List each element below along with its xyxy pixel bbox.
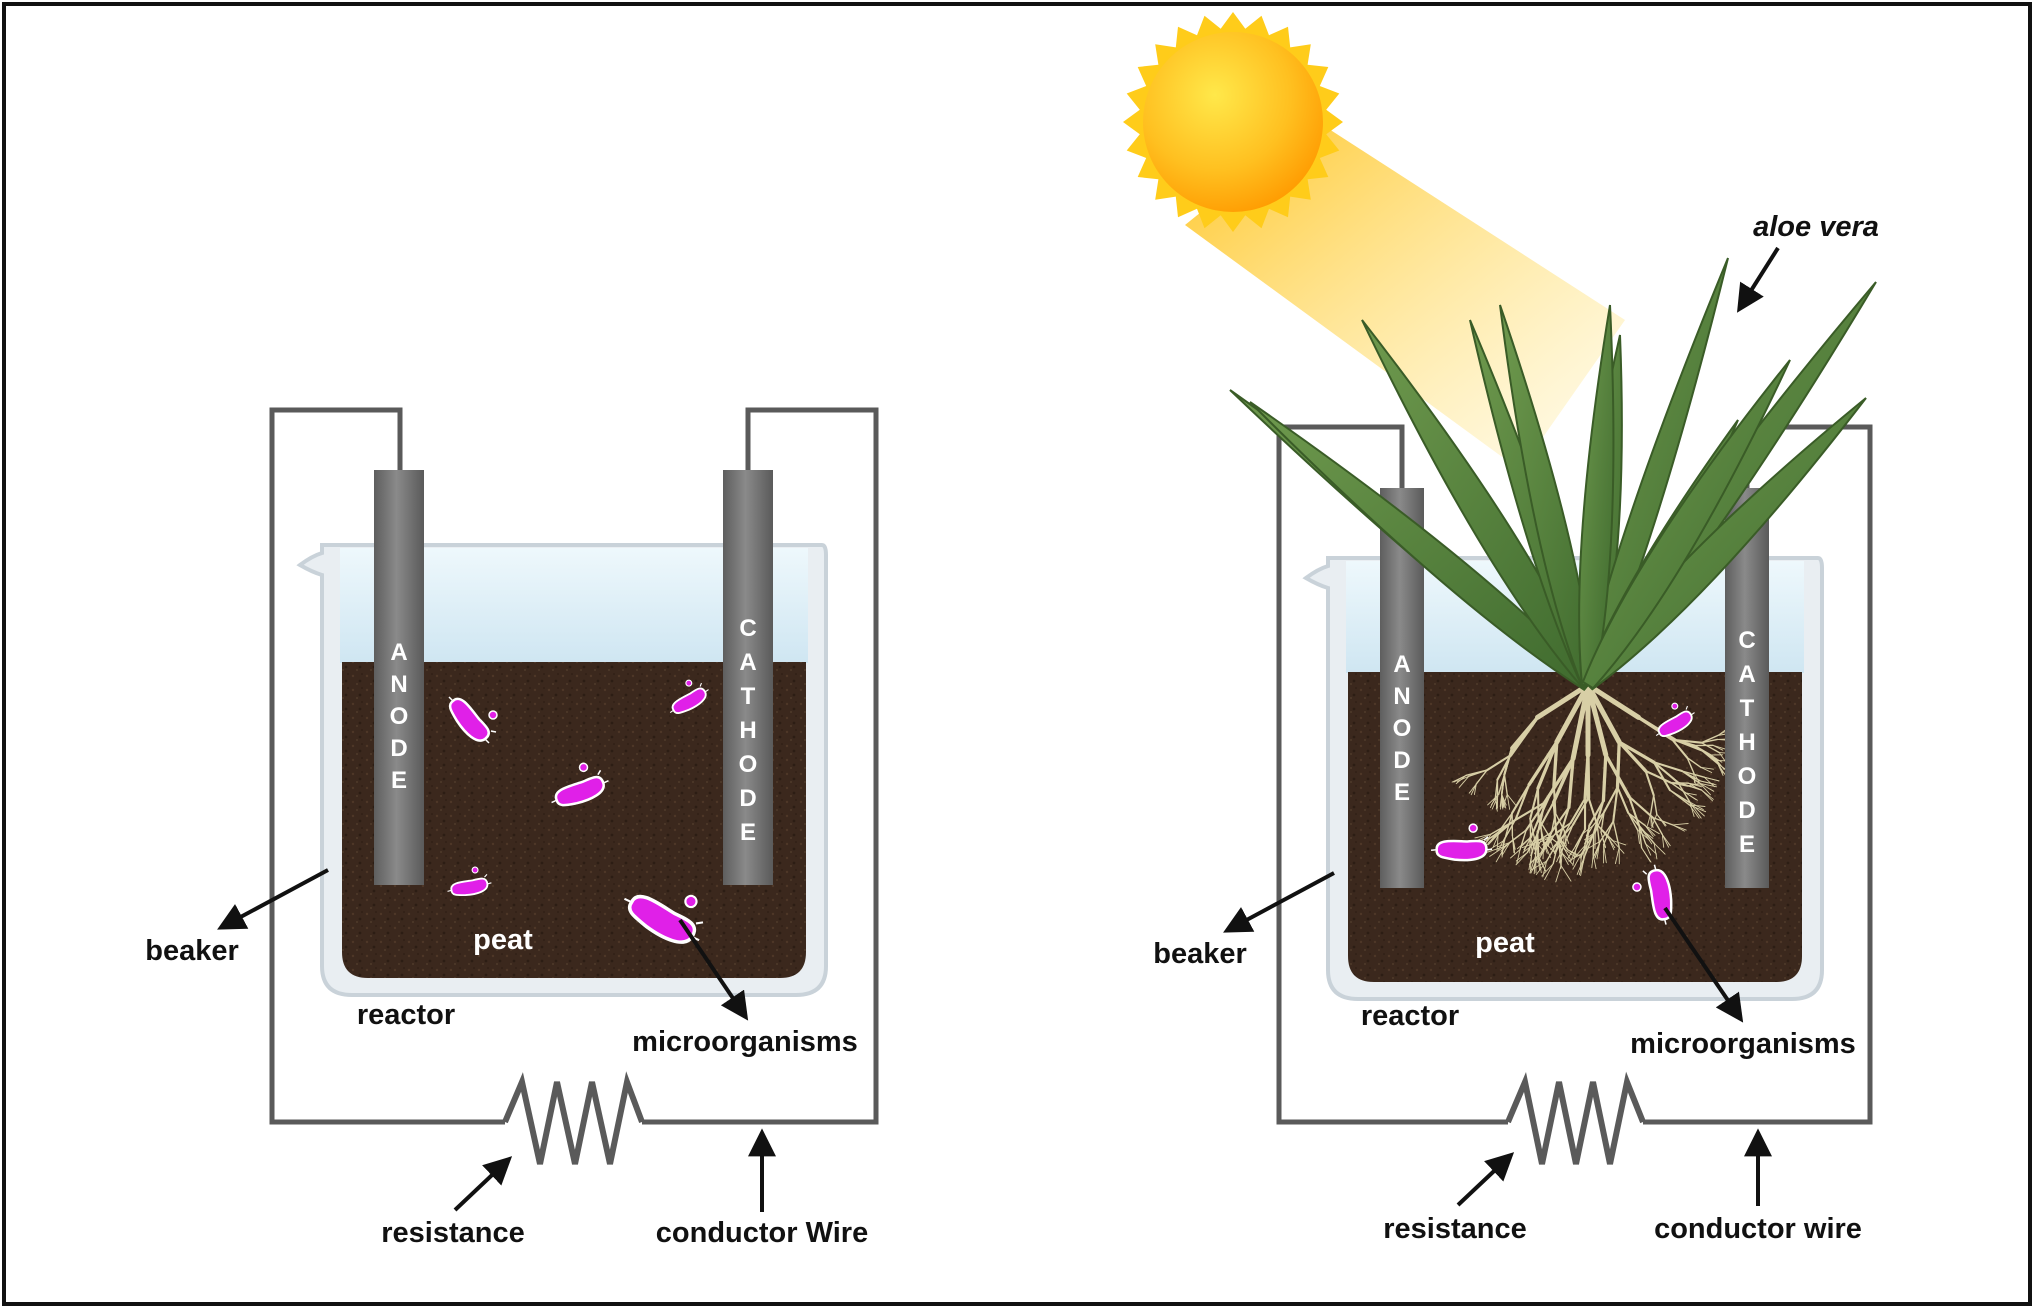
left-cathode-electrode: [723, 470, 773, 885]
aloe-vera-plant: [1229, 257, 1877, 691]
right-microorganisms-label: microorganisms: [1630, 1028, 1856, 1060]
aloe-vera-label: aloe vera: [1753, 211, 1879, 243]
aloe-leaf: [1249, 401, 1594, 691]
left-anode-electrode: [374, 470, 424, 885]
left-resistor-symbol: [502, 1071, 645, 1165]
sun-icon: [1123, 12, 1343, 232]
right-peat-label: peat: [1475, 927, 1535, 959]
left-microorganisms-arrow: [678, 918, 749, 1021]
aloe-vera-arrow: [1737, 246, 1780, 313]
left-reactor-label: reactor: [357, 999, 455, 1031]
right-resistance-label: resistance: [1383, 1213, 1527, 1245]
right-beaker-arrow: [1223, 871, 1335, 933]
aloe-leaf: [1581, 359, 1791, 690]
right-beaker-label: beaker: [1153, 938, 1247, 970]
aloe-leaf: [1578, 304, 1615, 687]
aloe-vera-roots: [1451, 682, 1736, 883]
right-resistance-arrow: [1456, 1152, 1515, 1207]
left-peat-label: peat: [473, 924, 533, 956]
left-beaker-arrow: [217, 868, 329, 930]
right-resistor-symbol: [1505, 1071, 1646, 1165]
left-conductor-wire: [269, 407, 879, 1125]
left-microorganisms-label: microorganisms: [632, 1026, 858, 1058]
left-conductor-wire-label: conductor Wire: [656, 1217, 868, 1249]
left-beaker-label: beaker: [145, 935, 239, 967]
left-beaker-icon: [296, 543, 828, 997]
right-microorganisms-arrow: [1663, 906, 1744, 1023]
right-reactor-label: reactor: [1361, 1000, 1459, 1032]
left-resistance-label: resistance: [381, 1217, 525, 1249]
left-resistance-arrow: [453, 1156, 513, 1212]
right-conductor-wire-label: conductor wire: [1654, 1213, 1862, 1245]
